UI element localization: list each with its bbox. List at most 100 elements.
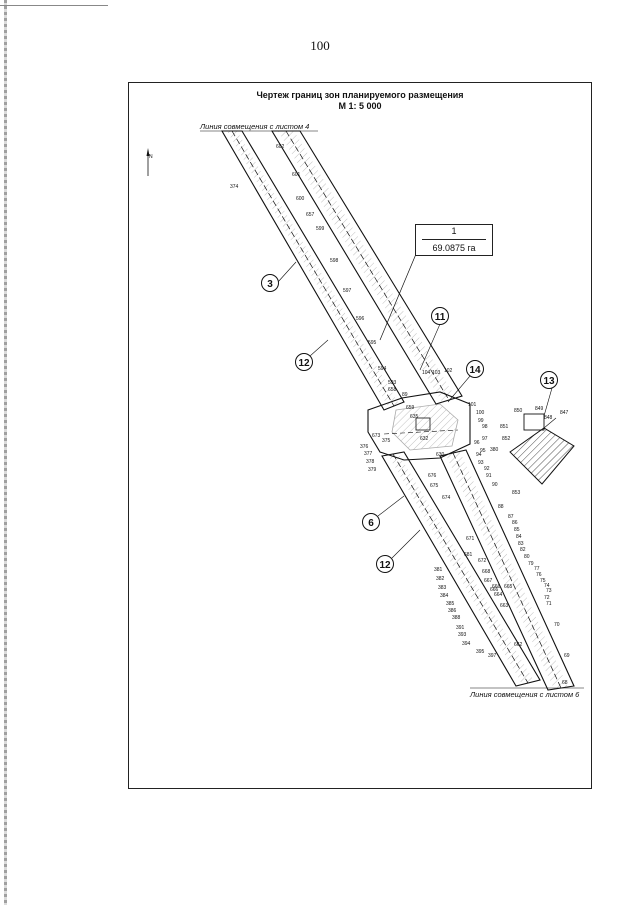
point-label: 86 <box>512 520 518 526</box>
point-label: 676 <box>428 473 437 479</box>
point-label: 600 <box>296 196 305 202</box>
point-label: 93 <box>478 460 484 466</box>
point-label: 674 <box>442 495 451 501</box>
zone-number-14: 14 <box>469 365 481 376</box>
point-label: 853 <box>512 490 521 496</box>
point-label: 89 <box>402 392 408 398</box>
point-label: 68 <box>562 680 568 686</box>
point-label: 675 <box>430 483 439 489</box>
corridor-upper-right <box>271 130 463 405</box>
point-label: 88 <box>498 504 504 510</box>
zone-number-3: 3 <box>267 279 273 290</box>
point-label: 380 <box>490 447 499 453</box>
point-label: 100 <box>476 410 485 416</box>
point-label: 381 <box>434 567 443 573</box>
point-label: 74 <box>544 583 550 589</box>
drawing-frame <box>128 82 592 789</box>
point-label: 79 <box>528 561 534 567</box>
point-labels-lower-left: 381 382 383 384 385 386 388 391 393 394 … <box>434 536 497 659</box>
point-label: 848 <box>544 415 553 421</box>
point-label: 386 <box>448 608 457 614</box>
zone-number-11: 11 <box>435 312 446 323</box>
point-label: 77 <box>534 566 540 572</box>
point-label: 385 <box>446 601 455 607</box>
north-label: N <box>149 154 153 160</box>
point-label: 397 <box>488 653 497 659</box>
area-callout: 1 69.0875 га <box>415 224 493 256</box>
point-label: 378 <box>366 459 375 465</box>
point-label: 597 <box>343 288 352 294</box>
point-label: 666 <box>492 584 501 590</box>
point-label: 94 <box>476 452 482 458</box>
point-label: 75 <box>540 578 546 584</box>
area-callout-divider <box>422 239 486 240</box>
point-label: 71 <box>546 601 552 607</box>
point-label: 658 <box>388 387 397 393</box>
point-label: 594 <box>378 366 387 372</box>
point-label: 657 <box>306 212 315 218</box>
point-label: 91 <box>486 473 492 479</box>
point-label: 666 <box>490 587 499 593</box>
point-label: 377 <box>364 451 373 457</box>
point-label: 76 <box>536 572 542 578</box>
point-label: 663 <box>500 603 509 609</box>
point-label: 601 <box>292 172 301 178</box>
point-label: 662 <box>514 642 523 648</box>
point-label: 852 <box>502 436 511 442</box>
point-label: 847 <box>560 410 569 416</box>
area-callout-number: 1 <box>451 226 457 236</box>
point-label: 667 <box>484 578 493 584</box>
point-labels-junction: 104 103 102 101 100 99 98 97 96 95 94 93… <box>360 368 521 501</box>
page-number: 100 <box>310 38 330 53</box>
point-label: 97 <box>482 436 488 442</box>
point-label: 96 <box>474 440 480 446</box>
point-label: 382 <box>436 576 445 582</box>
corridor-lower-right <box>439 449 575 691</box>
corridor-lower-left <box>381 451 541 687</box>
junction-area <box>367 391 471 461</box>
point-label: 102 <box>444 368 453 374</box>
point-label: 393 <box>458 632 467 638</box>
point-label: 635 <box>410 414 419 420</box>
point-label: 379 <box>368 467 377 473</box>
point-label: 851 <box>500 424 509 430</box>
point-label: 95 <box>480 448 486 454</box>
point-label: 384 <box>440 593 449 599</box>
point-label: 598 <box>330 258 339 264</box>
point-label: 375 <box>382 438 391 444</box>
point-labels-building: 850 849 847 848 851 852 <box>500 406 569 442</box>
point-label: 69 <box>564 653 570 659</box>
point-label: 98 <box>482 424 488 430</box>
point-label: 593 <box>388 380 397 386</box>
corridor-upper-left <box>221 130 405 411</box>
point-label: 394 <box>462 641 471 647</box>
point-label: 374 <box>230 184 239 190</box>
point-label: 87 <box>508 514 514 520</box>
zone-number-12-upper: 12 <box>298 358 310 369</box>
point-label: 82 <box>520 547 526 553</box>
point-label: 673 <box>372 433 381 439</box>
zone-number-13: 13 <box>543 376 555 387</box>
point-label: 599 <box>316 226 325 232</box>
point-label: 664 <box>494 592 503 598</box>
point-label: 103 <box>432 370 441 376</box>
point-label: 84 <box>516 534 522 540</box>
point-label: 595 <box>368 340 377 346</box>
area-callout-value: 69.0875 га <box>432 243 476 253</box>
point-label: 376 <box>360 444 369 450</box>
point-label: 73 <box>546 588 552 594</box>
building-zone <box>509 413 575 485</box>
point-label: 101 <box>468 402 477 408</box>
scan-top-rule <box>0 5 108 6</box>
drawing-title-line1: Чертеж границ зон планируемого размещени… <box>256 90 464 100</box>
point-label: 388 <box>452 615 461 621</box>
drawing-title: Чертеж границ зон планируемого размещени… <box>128 90 592 112</box>
point-label: 90 <box>492 482 498 488</box>
point-labels-upper: 374 602 601 600 657 599 598 597 596 595 … <box>230 144 397 393</box>
point-label: 659 <box>406 405 415 411</box>
point-label: 383 <box>438 585 447 591</box>
point-label: 92 <box>484 466 490 472</box>
point-label: 85 <box>514 527 520 533</box>
point-label: 671 <box>466 536 475 542</box>
